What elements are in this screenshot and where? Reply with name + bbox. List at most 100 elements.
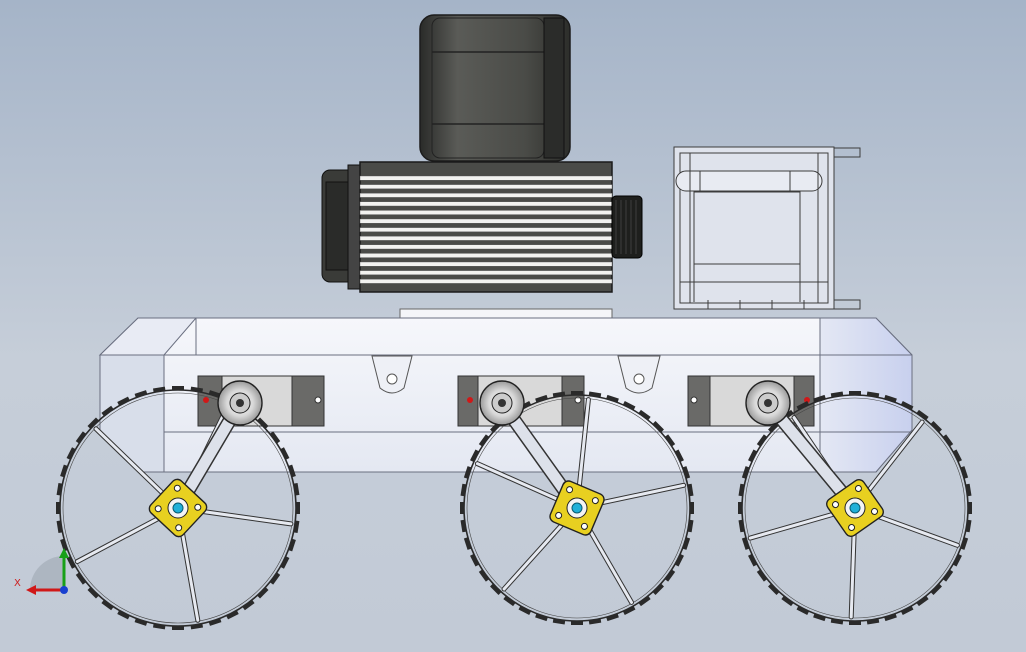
tread-cleat: [965, 519, 972, 533]
tread-cleat: [664, 434, 676, 447]
tread-cleat: [606, 394, 619, 403]
tread-cleat: [226, 610, 239, 620]
gearbox-fin: [359, 253, 613, 258]
tread-cleat: [152, 386, 166, 393]
tread-cleat: [622, 401, 636, 411]
triad-x-label: X: [14, 578, 21, 589]
gearbox-fin: [359, 218, 613, 224]
tread-cleat: [849, 391, 861, 395]
tread-cleat: [884, 394, 897, 403]
tread-cleat: [60, 464, 68, 478]
tread-cleat: [172, 386, 184, 390]
wheel-rear: [738, 380, 972, 625]
tread-cleat: [796, 605, 810, 615]
tread-cleat: [738, 502, 742, 514]
gearbox-fin: [359, 184, 613, 190]
tread-cleat: [470, 449, 480, 463]
tread-cleat: [674, 449, 684, 463]
tread-cleat: [687, 483, 694, 497]
tread-cleat: [60, 538, 68, 552]
tread-cleat: [638, 409, 651, 421]
tread-cleat: [813, 613, 826, 622]
tread-cleat: [190, 623, 204, 630]
tread-cleat: [571, 391, 583, 395]
tread-cleat: [172, 626, 184, 630]
tread-cleat: [66, 447, 76, 460]
tread-cleat: [652, 421, 664, 433]
tread-cleat: [134, 618, 148, 626]
tread-cleat: [588, 391, 602, 398]
tread-cleat: [965, 483, 972, 497]
tread-cleat: [638, 595, 651, 607]
tread-cleat: [916, 409, 929, 421]
tread-cleat: [87, 417, 99, 429]
gearbox-fin: [359, 175, 613, 181]
tread-cleat: [470, 553, 480, 567]
tread-cleat: [674, 553, 684, 567]
gearbox-fin: [359, 244, 613, 250]
tread-cleat: [741, 537, 750, 550]
tread-cleat: [242, 599, 255, 611]
tread-cleat: [208, 618, 222, 626]
tread-cleat: [269, 572, 281, 585]
tread-cleat: [952, 553, 962, 567]
mount-plate: [399, 308, 613, 319]
tread-cleat: [460, 519, 467, 533]
tread-cleat: [535, 394, 548, 403]
tread-cleat: [535, 613, 548, 622]
tread-cleat: [478, 434, 490, 447]
tread-cleat: [942, 569, 954, 582]
wheel-middle: [460, 380, 694, 625]
tread-cleat: [960, 537, 969, 550]
tread-cleat: [460, 483, 467, 497]
tread-cleat: [830, 391, 844, 398]
gearbox-fin: [359, 192, 613, 198]
tread-cleat: [552, 618, 566, 625]
tread-cleat: [134, 390, 148, 398]
tread-cleat: [503, 595, 516, 607]
tread-cleat: [490, 583, 502, 595]
tread-cleat: [288, 464, 296, 478]
tread-cleat: [463, 466, 472, 479]
tread-cleat: [56, 520, 63, 534]
tread-cleat: [56, 482, 63, 496]
tread-cleat: [687, 519, 694, 533]
tread-cleat: [622, 605, 636, 615]
tread-cleat: [518, 605, 532, 615]
tread-cleat: [738, 483, 745, 497]
tread-cleat: [293, 520, 300, 534]
tread-cleat: [190, 386, 204, 393]
gearbox-fin: [359, 210, 613, 215]
tread-cleat: [796, 401, 810, 411]
tread-cleat: [571, 621, 583, 625]
tread-cleat: [101, 405, 114, 417]
tread-cleat: [768, 583, 780, 595]
tread-cleat: [280, 556, 290, 569]
tread-cleat: [257, 417, 269, 429]
tread-cleat: [682, 466, 691, 479]
tread-cleat: [288, 538, 296, 552]
gearbox-fin: [359, 279, 613, 284]
tread-cleat: [942, 434, 954, 447]
tread-cleat: [552, 391, 566, 398]
tread-cleat: [463, 537, 472, 550]
tread-cleat: [117, 610, 130, 620]
tread-cleat: [813, 394, 826, 403]
tread-cleat: [56, 502, 60, 514]
tread-cleat: [960, 466, 969, 479]
tread-cleat: [866, 391, 880, 398]
coordinate-triad-icon: [26, 548, 69, 595]
tread-cleat: [756, 434, 768, 447]
tread-cleat: [588, 618, 602, 625]
tread-cleat: [664, 569, 676, 582]
tread-cleat: [830, 618, 844, 625]
tread-cleat: [916, 595, 929, 607]
tread-cleat: [849, 621, 861, 625]
tread-cleat: [117, 396, 130, 406]
tread-cleat: [606, 613, 619, 622]
tread-cleat: [952, 449, 962, 463]
tread-cleat: [75, 431, 87, 444]
tread-cleat: [66, 556, 76, 569]
